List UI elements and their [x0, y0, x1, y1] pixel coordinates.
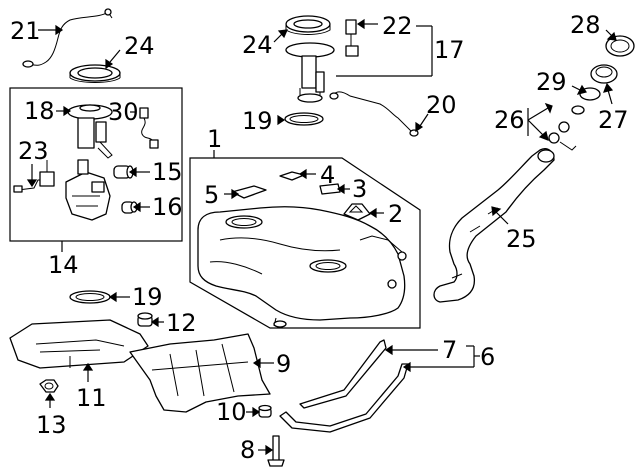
- bolt-part: [267, 435, 285, 467]
- wiring-harness-part: [139, 107, 159, 149]
- fuel-cap-part: [590, 64, 618, 84]
- fuel-pump-assembly-part: [285, 42, 335, 103]
- pump-sensor-part: [345, 19, 359, 57]
- filler-pipe-part: [433, 148, 555, 303]
- fuel-gauge-sender-part: [13, 160, 55, 193]
- callout-11: 11: [76, 384, 107, 412]
- callout-6: 6: [480, 343, 495, 371]
- callout-28: 28: [570, 11, 601, 39]
- insulator-pad-5-part: [231, 185, 267, 199]
- tank-protector-part: [9, 319, 149, 369]
- callout-2: 2: [388, 200, 403, 228]
- callout-20: 20: [426, 91, 457, 119]
- top-retainer-ring-part: [285, 15, 331, 35]
- callout-14: 14: [48, 251, 79, 279]
- leader-lines: [26, 18, 617, 456]
- callout-25: 25: [506, 225, 537, 253]
- fuel-cap-inner: [595, 66, 613, 78]
- callout-24-left: 24: [124, 32, 155, 60]
- hex-nut-part: [39, 379, 59, 393]
- callout-5: 5: [204, 181, 219, 209]
- lower-gasket-inner: [75, 293, 105, 301]
- heat-shield-part: [129, 333, 271, 413]
- callout-3: 3: [352, 175, 367, 203]
- filler-neck-seal-inner: [610, 39, 630, 53]
- callout-24-top: 24: [242, 31, 273, 59]
- fuel-tank-box: [189, 157, 421, 329]
- callout-17: 17: [434, 36, 465, 64]
- fuel-pump-module-part: [67, 104, 113, 159]
- callout-22: 22: [382, 12, 413, 40]
- hose-clamp-part: [558, 121, 570, 133]
- tank-strap-upper-part: [299, 339, 387, 409]
- callout-30: 30: [108, 98, 139, 126]
- tank-strap-lower-part: [279, 363, 409, 433]
- callout-21: 21: [10, 17, 41, 45]
- callout-29: 29: [536, 68, 567, 96]
- grommet-part: [137, 312, 153, 327]
- hose-clamp-part: [548, 132, 560, 144]
- fuel-tank-part: [197, 206, 407, 328]
- callout-labels: 21 24 18 30 23 15 16 14 24 22 17 19 20 1…: [10, 11, 629, 464]
- callout-13: 13: [36, 411, 67, 439]
- callout-10: 10: [216, 398, 247, 426]
- bottom-grommet-part: [258, 404, 272, 418]
- callout-8: 8: [240, 436, 255, 464]
- callout-12: 12: [166, 309, 197, 337]
- top-gasket-part: [284, 112, 324, 126]
- callout-15: 15: [152, 158, 183, 186]
- pump-carrier-part: [65, 159, 111, 221]
- callout-26: 26: [494, 106, 525, 134]
- filler-neck-seal-part: [605, 35, 635, 57]
- small-cap-part: [571, 105, 585, 115]
- vent-line-part: [329, 91, 419, 137]
- callout-23: 23: [18, 137, 49, 165]
- pump-retainer-ring-part: [69, 64, 121, 83]
- callout-4: 4: [320, 161, 335, 189]
- callout-16: 16: [152, 193, 183, 221]
- callout-27: 27: [598, 106, 629, 134]
- callout-1: 1: [207, 125, 222, 153]
- callout-9: 9: [276, 350, 291, 378]
- insulator-pad-3-part: [319, 183, 341, 195]
- hose-clamp-part: [559, 141, 577, 151]
- callout-18: 18: [24, 97, 55, 125]
- callout-19-lower: 19: [132, 283, 163, 311]
- sender-gauge-box: [9, 87, 183, 242]
- top-gasket-inner: [289, 115, 319, 123]
- vent-tube-part: [22, 8, 113, 68]
- callout-7: 7: [442, 336, 457, 364]
- callout-19-top: 19: [242, 107, 273, 135]
